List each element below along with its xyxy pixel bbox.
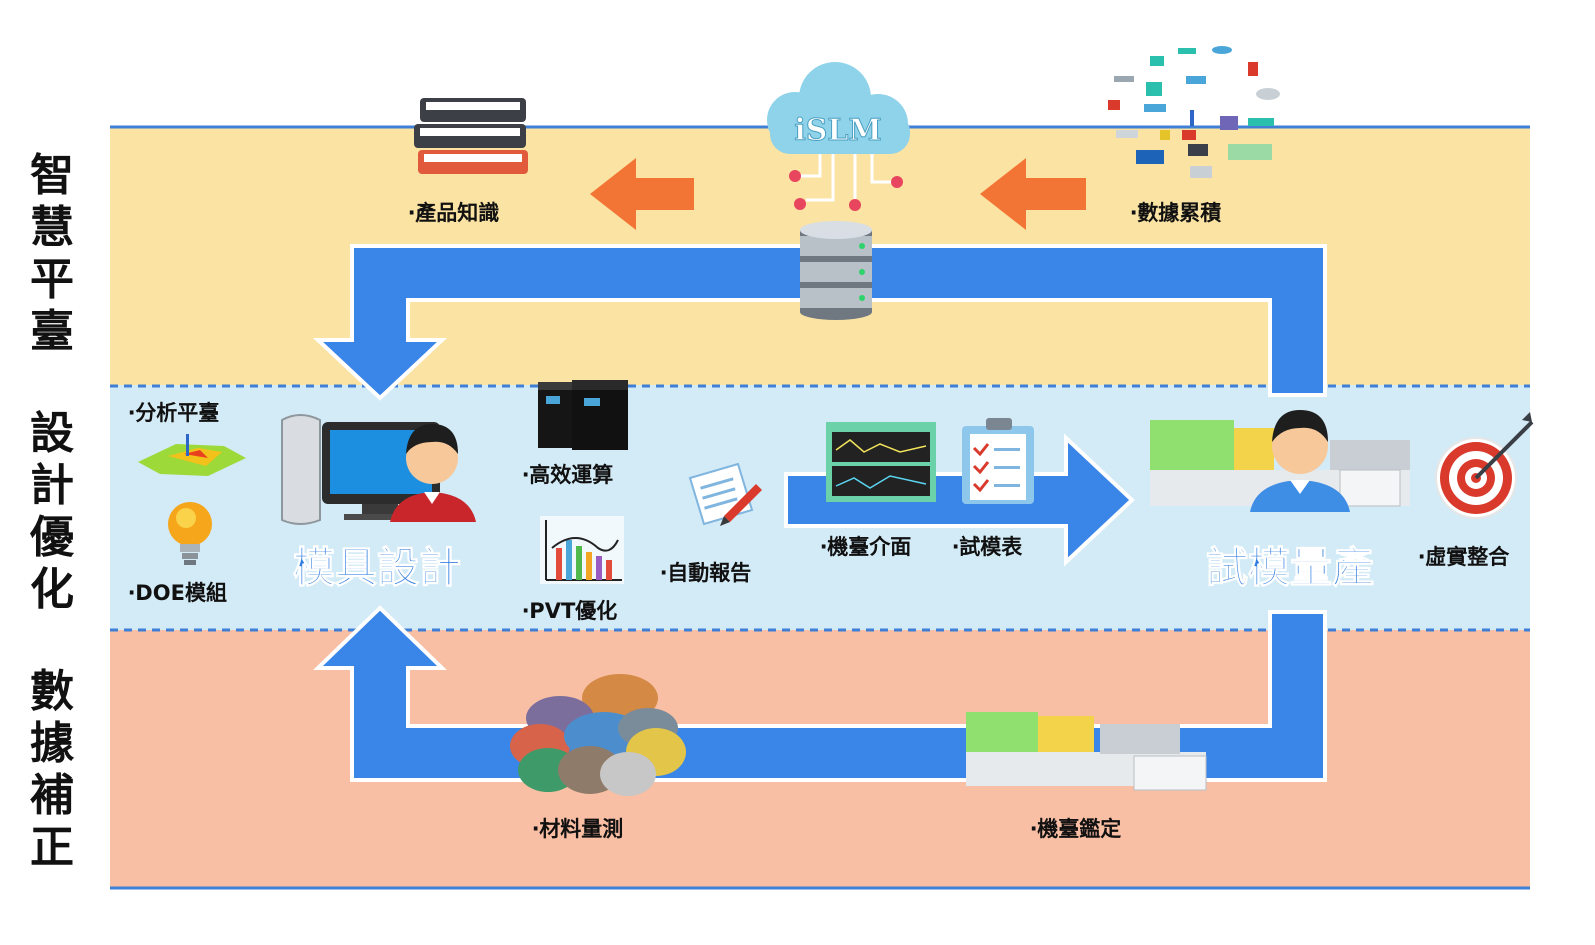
side-label-char: 計 — [30, 460, 74, 511]
label-hpc: ‧高效運算 — [522, 463, 613, 487]
calibration-machine-icon — [966, 712, 1207, 791]
designer-avatar — [390, 424, 476, 522]
target-icon — [1435, 412, 1534, 519]
server-towers-icon — [538, 380, 628, 450]
material-pellets-icon — [510, 674, 686, 796]
label-virtual-real: ‧虛實整合 — [1418, 545, 1510, 569]
side-label-char: 慧 — [30, 202, 74, 253]
cloud-icon: iSLM — [767, 62, 910, 211]
report-icon — [688, 462, 762, 526]
operator-avatar — [1250, 410, 1350, 512]
label-machine-calibration: ‧機臺鑑定 — [1030, 817, 1121, 841]
middle-flow-arrow — [784, 433, 1135, 567]
side-label-char: 平 — [30, 254, 74, 305]
label-doe-module: ‧DOE模組 — [128, 581, 227, 605]
middle-labels: ‧高效運算 ‧PVT優化 ‧自動報告 ‧機臺介面 ‧試模表 — [522, 463, 1023, 623]
label-data-accumulation: ‧數據累積 — [1130, 201, 1222, 225]
side-label-char: 正 — [30, 822, 74, 873]
side-label-char: 設 — [30, 408, 74, 459]
label-product-knowledge: ‧產品知識 — [408, 201, 499, 225]
label-auto-report: ‧自動報告 — [660, 561, 751, 585]
title-trial-production: 試模量產 — [1206, 543, 1374, 592]
label-pvt: ‧PVT優化 — [522, 599, 617, 623]
clipboard-checklist-icon — [962, 418, 1034, 504]
label-trial-sheet: ‧試模表 — [952, 535, 1023, 559]
cloud-label: iSLM — [794, 113, 881, 148]
side-label-char: 補 — [30, 770, 74, 821]
top-flow-arrow — [312, 244, 1327, 401]
lightbulb-icon — [168, 502, 212, 565]
side-label-char: 據 — [30, 718, 75, 769]
label-machine-interface: ‧機臺介面 — [820, 535, 911, 559]
side-label-char: 優 — [29, 512, 75, 563]
top-labels: ‧產品知識 ‧數據累積 — [408, 201, 1222, 225]
machine-interface-screen-icon — [826, 422, 936, 502]
orange-arrow-right — [980, 158, 1086, 230]
orange-arrow-left — [590, 158, 694, 230]
pvt-chart-icon — [540, 516, 624, 584]
middle-left-labels: ‧分析平臺 ‧DOE模組 — [128, 401, 227, 605]
bottom-labels: ‧材料量測 ‧機臺鑑定 — [532, 817, 1121, 841]
side-label-char: 臺 — [30, 306, 74, 357]
side-label-char: 化 — [30, 564, 74, 615]
books-icon — [414, 98, 528, 174]
side-label-char: 智 — [30, 150, 74, 201]
side-labels: 智 慧 平 臺 設 計 優 化 數 據 補 正 — [29, 150, 75, 873]
label-analysis-platform: ‧分析平臺 — [128, 401, 219, 425]
database-icon — [800, 221, 872, 320]
label-material-measurement: ‧材料量測 — [532, 817, 623, 841]
orange-arrows — [590, 158, 1086, 230]
title-mold-design: 模具設計 — [293, 543, 461, 592]
parts-collage-icon — [1108, 46, 1280, 178]
side-label-char: 數 — [30, 666, 74, 717]
analysis-surface-icon — [138, 434, 246, 476]
